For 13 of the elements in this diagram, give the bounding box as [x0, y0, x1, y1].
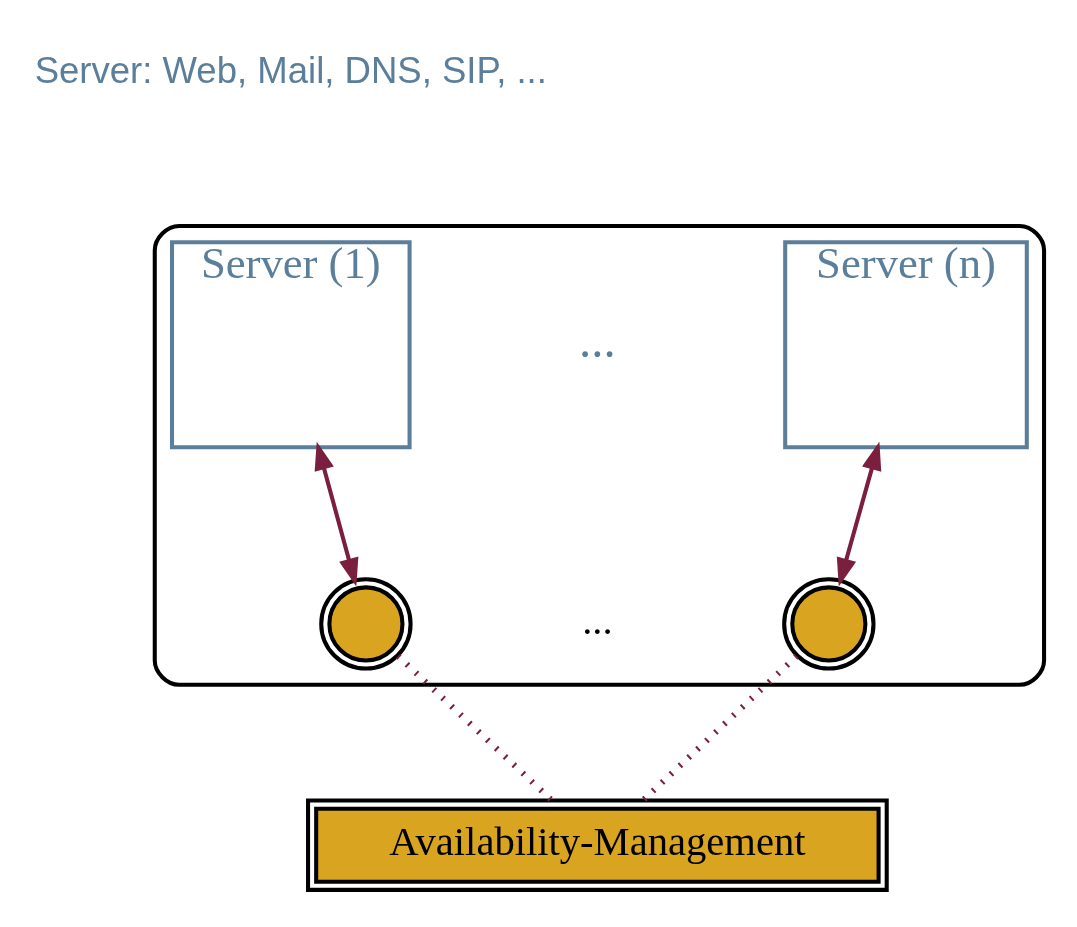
label: Server: Web, Mail, DNS, SIP, ... — [34, 49, 547, 91]
label: ... — [582, 598, 613, 644]
node-circle — [319, 577, 413, 671]
node-box: Server (1) — [170, 240, 412, 450]
arrow — [836, 441, 882, 587]
connector — [396, 653, 555, 803]
node-box: Server (n) — [783, 240, 1029, 450]
node-circle — [782, 577, 876, 671]
cluster — [152, 223, 1047, 687]
arrow — [314, 441, 359, 587]
label: ... — [579, 314, 616, 369]
connector — [640, 653, 799, 803]
node-box: Availability-Management — [306, 798, 889, 892]
